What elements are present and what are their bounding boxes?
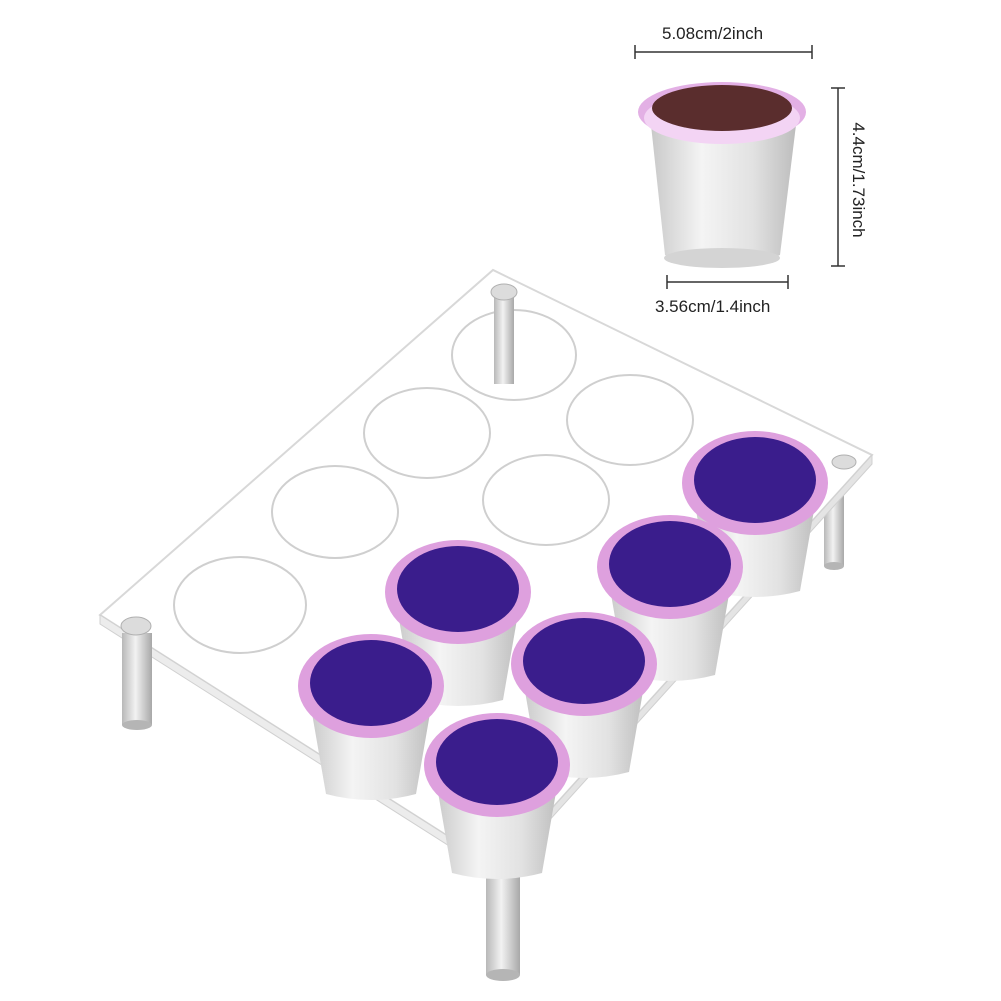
height-label: 4.4cm/1.73inch <box>849 122 868 238</box>
pod <box>385 540 531 706</box>
sample-pod <box>638 82 806 268</box>
top-width-label: 5.08cm/2inch <box>662 24 764 43</box>
pod <box>298 634 444 800</box>
height-label-container: 4.4cm/1.73inch <box>848 122 868 237</box>
bottom-width-label: 3.56cm/1.4inch <box>655 297 771 316</box>
dimension-lines <box>634 45 845 289</box>
tray-pods <box>298 431 828 879</box>
pod <box>424 713 570 879</box>
